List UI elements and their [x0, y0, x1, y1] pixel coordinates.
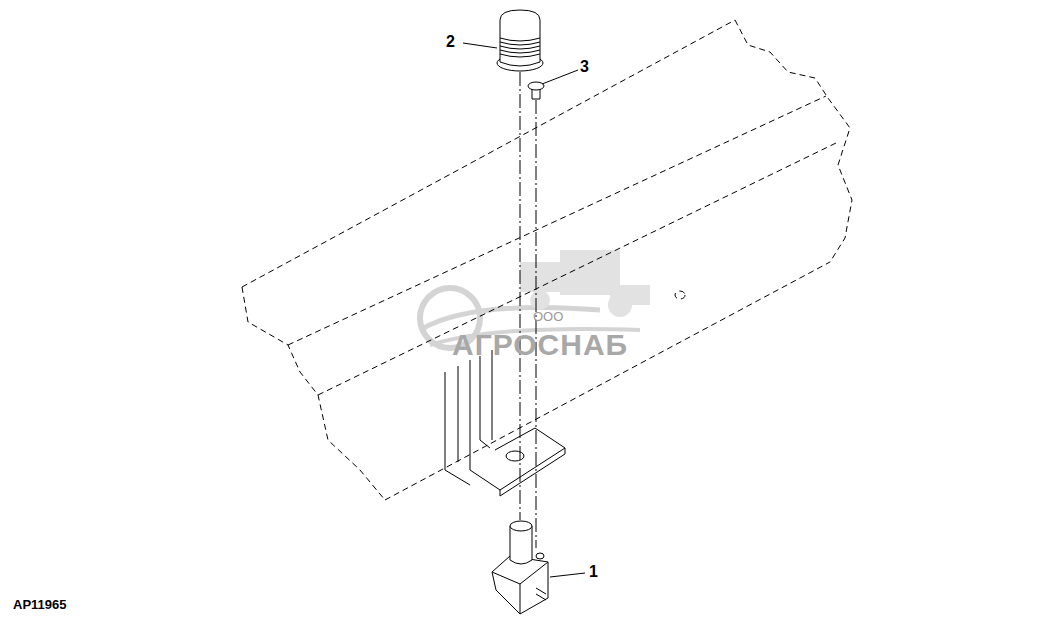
watermark: АГРОСНАБ: [452, 330, 628, 360]
beacon-mount: [492, 521, 548, 614]
watermark: ООО: [533, 310, 563, 323]
mounting-bracket: [445, 350, 565, 496]
screw: [528, 82, 544, 99]
callout-number: 2: [446, 34, 455, 50]
callout-number: 1: [589, 564, 598, 580]
leader-line: [463, 43, 585, 577]
watermark-combine: [520, 250, 650, 317]
frame-beam: [242, 20, 852, 500]
callout-number: 3: [580, 59, 589, 75]
beacon-light: [497, 10, 543, 71]
figure-id: AP11965: [13, 598, 67, 611]
